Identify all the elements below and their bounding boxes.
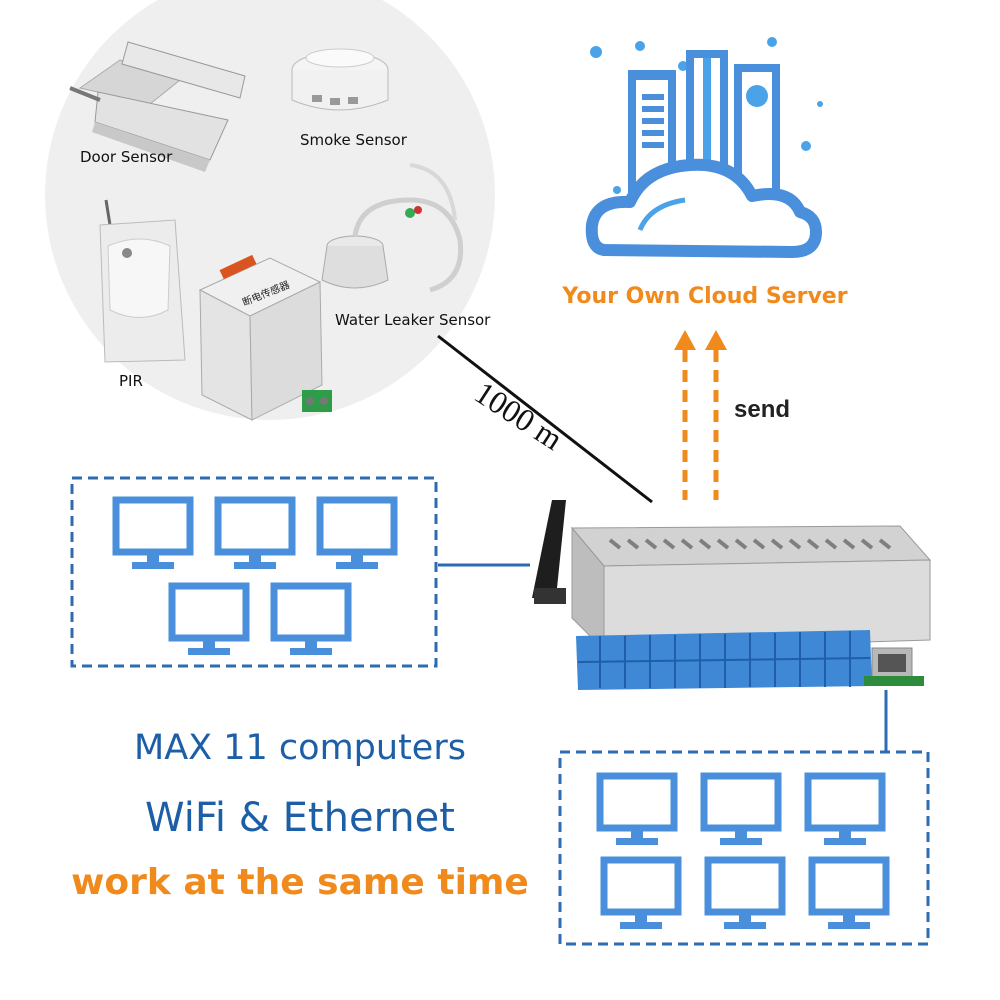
headline-same-time: work at the same time [71,862,529,903]
smoke-sensor-label: Smoke Sensor [300,131,407,149]
headline-wifi-ethernet: WiFi & Ethernet [145,795,455,841]
monitor-icon [320,500,394,569]
distance-line [437,334,653,504]
monitor-icon [812,860,886,929]
monitor-icon [218,500,292,569]
wifi-monitor-group [70,476,438,668]
monitor-icon [708,860,782,929]
water-sensor-label: Water Leaker Sensor [335,311,491,329]
power-sensor-image [198,254,332,421]
cloud-server-title: Your Own Cloud Server [562,284,848,309]
headline-max-computers: MAX 11 computers [134,728,466,768]
monitor-icon [116,500,190,569]
monitor-icon [172,586,246,655]
send-arrows [674,330,727,500]
monitor-icon [808,776,882,845]
water-leak-sensor-image [321,163,464,293]
ethernet-monitor-group [558,750,930,946]
door-sensor-label: Door Sensor [80,148,173,166]
pir-sensor-image [99,199,186,363]
monitor-icon [274,586,348,655]
monitor-icon [704,776,778,845]
smoke-sensor-image [291,48,389,111]
monitor-icon [600,776,674,845]
cloud-server-icon [585,37,823,258]
door-sensor-image [69,41,246,172]
send-label: send [734,396,791,423]
monitor-icon [604,860,678,929]
pir-sensor-label: PIR [119,372,143,390]
controller-device-image [532,500,932,690]
